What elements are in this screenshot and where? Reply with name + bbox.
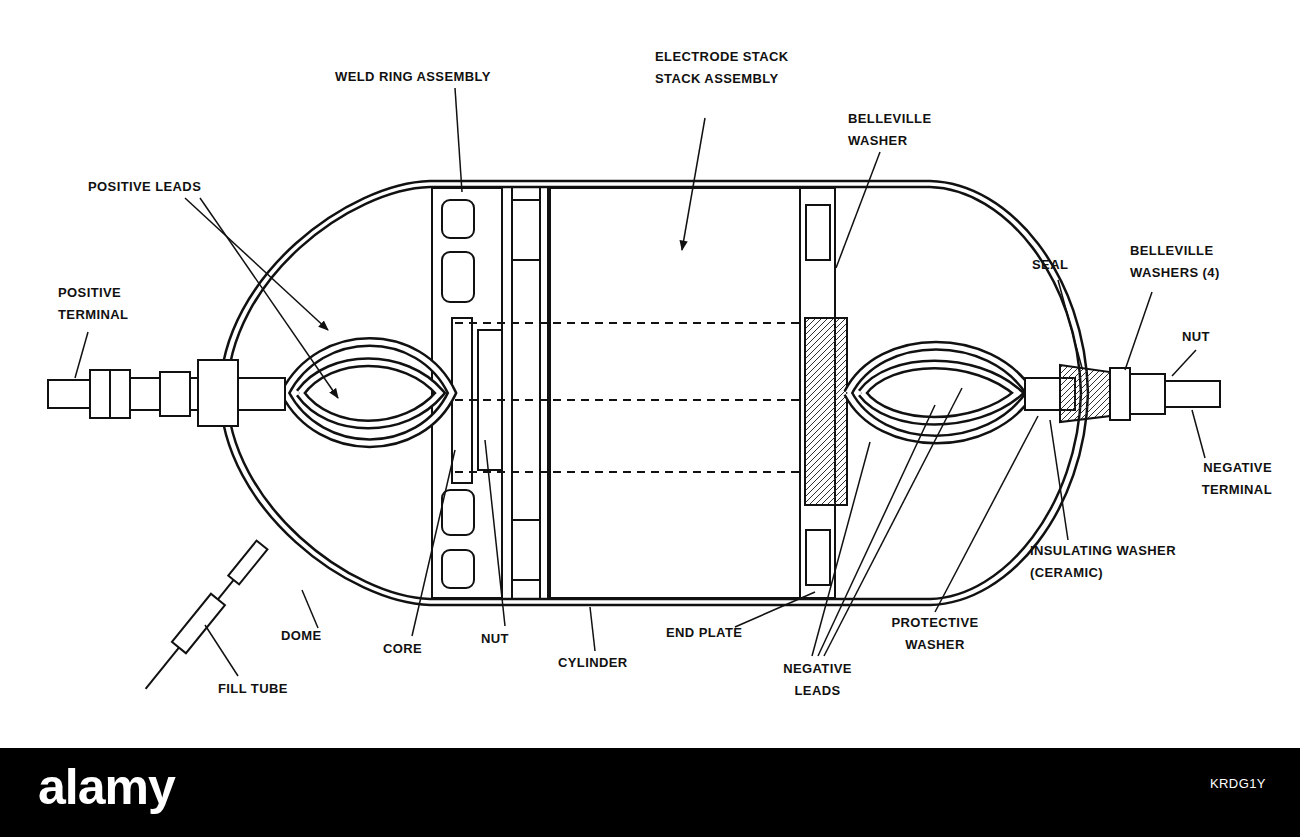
- part-label: POSITIVE TERMINAL: [58, 282, 158, 326]
- end-plate: [800, 188, 847, 598]
- watermark-text: alamy: [38, 760, 175, 815]
- fill-tube: [218, 580, 234, 599]
- leader-line: [1050, 420, 1068, 540]
- part-label: NUT: [481, 628, 509, 650]
- part-label: ELECTRODE STACK STACK ASSEMBLY: [655, 46, 805, 90]
- weld-ring-assembly: [512, 520, 540, 580]
- fill-tube: [139, 539, 269, 694]
- fill-tube: [146, 648, 179, 689]
- leader-line: [75, 332, 88, 378]
- pressure-vessel-shell: [220, 181, 1088, 605]
- part-label: NEGATIVE TERMINAL: [1150, 457, 1272, 501]
- part-label: INSULATING WASHER (CERAMIC): [1030, 540, 1230, 584]
- weld-ring-assembly: [512, 200, 540, 260]
- part-label: CORE: [383, 638, 422, 660]
- part-label: FILL TUBE: [218, 678, 288, 700]
- electrode-stack: [455, 471, 800, 473]
- electrode-stack: [455, 188, 800, 598]
- electrode-stack: [455, 399, 800, 401]
- pressure-vessel-shell: [220, 181, 1088, 605]
- part-label: CYLINDER: [558, 652, 628, 674]
- weld-ring-assembly: [442, 200, 474, 238]
- leader-line: [75, 88, 1205, 676]
- leader-line: [1172, 350, 1196, 376]
- leader-line: [485, 440, 505, 626]
- negative-terminal: [1165, 381, 1220, 407]
- leader-line: [205, 625, 238, 676]
- part-label: SEAL: [1032, 254, 1068, 276]
- weld-ring-assembly: [442, 252, 474, 302]
- watermark-band: [0, 748, 1300, 837]
- positive-terminal: [48, 360, 285, 426]
- part-label: END PLATE: [666, 622, 742, 644]
- positive-leads: [300, 362, 440, 424]
- electrode-stack: [550, 188, 800, 598]
- leader-line: [590, 607, 595, 651]
- leader-line: [836, 152, 880, 268]
- leader-line: [302, 590, 318, 628]
- electrode-stack: [455, 322, 800, 324]
- part-label: PROTECTIVE WASHER: [880, 612, 990, 656]
- weld-ring-assembly: [547, 188, 549, 598]
- leader-line: [935, 416, 1038, 612]
- positive-terminal: [109, 370, 111, 418]
- negative-leads: [862, 365, 1018, 421]
- positive-terminal: [48, 380, 90, 408]
- leader-line: [200, 198, 338, 398]
- pressure-vessel-shell: [227, 187, 1081, 599]
- leader-line: [1058, 280, 1082, 368]
- negative-leads: [848, 346, 1030, 440]
- positive-leads: [300, 362, 440, 424]
- negative-terminal: [1060, 365, 1110, 422]
- negative-terminal: [1110, 368, 1130, 420]
- positive-terminal: [90, 370, 130, 418]
- negative-leads: [848, 346, 1030, 440]
- positive-terminal: [198, 360, 238, 426]
- leader-line: [682, 118, 705, 250]
- part-label: DOME: [281, 625, 322, 647]
- part-label: BELLEVILLE WASHER: [848, 108, 948, 152]
- leader-line: [412, 450, 455, 636]
- watermark-text: KRDG1Y: [1210, 776, 1266, 792]
- leader-line: [1125, 292, 1152, 370]
- positive-terminal: [160, 372, 190, 416]
- weld-ring-assembly: [442, 490, 474, 535]
- negative-terminal: [1025, 365, 1220, 422]
- negative-leads: [848, 346, 1030, 440]
- part-label: NUT: [1182, 326, 1210, 348]
- leader-line: [185, 198, 328, 330]
- leader-line: [455, 88, 462, 192]
- part-label: NEGATIVE LEADS: [765, 658, 870, 702]
- negative-leads: [862, 365, 1018, 421]
- end-plate: [805, 318, 847, 505]
- part-label: BELLEVILLE WASHERS (4): [1130, 240, 1235, 284]
- leader-line: [1192, 410, 1205, 458]
- watermark-band: [0, 748, 1300, 837]
- negative-terminal: [1130, 374, 1165, 414]
- weld-ring-assembly: [442, 550, 474, 588]
- end-plate: [806, 205, 830, 260]
- part-label: WELD RING ASSEMBLY: [335, 66, 491, 88]
- fill-tube: [228, 541, 267, 585]
- part-label: POSITIVE LEADS: [88, 176, 201, 198]
- end-plate: [806, 530, 830, 585]
- leader-line: [735, 592, 815, 627]
